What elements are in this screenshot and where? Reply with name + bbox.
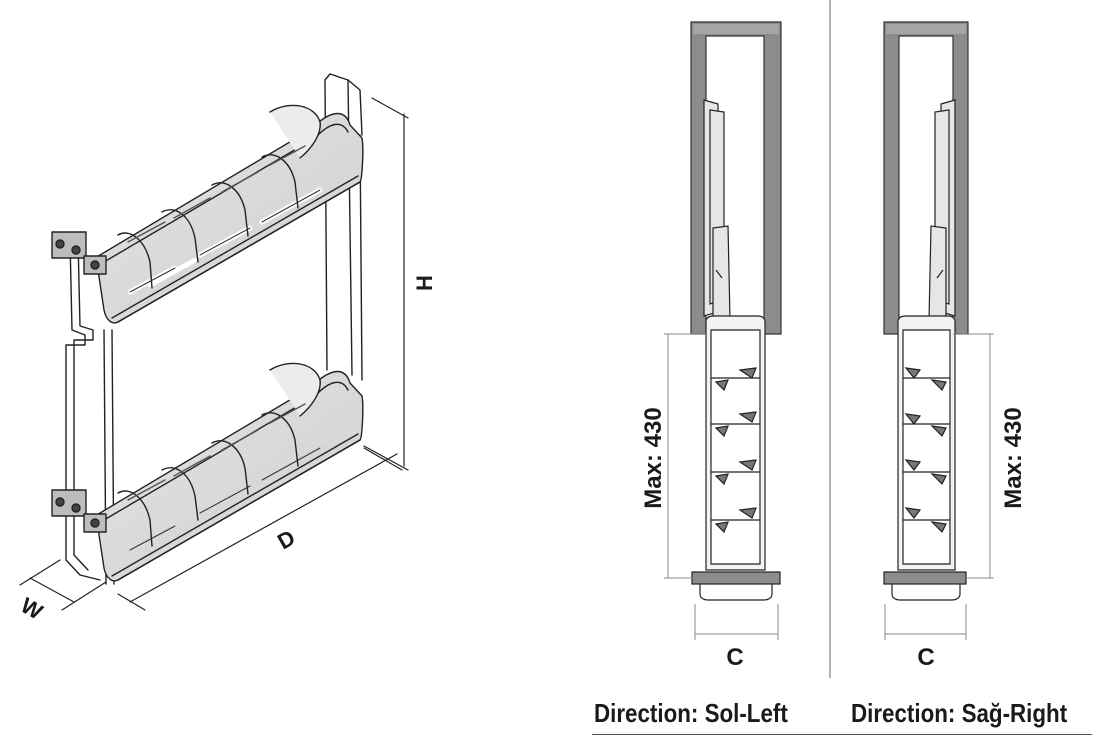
mounting-bracket-upper bbox=[51, 231, 107, 275]
base-right bbox=[883, 571, 967, 601]
side-view-right bbox=[883, 21, 994, 640]
clearance-label-right: C bbox=[917, 644, 934, 671]
cabinet-right bbox=[883, 21, 969, 335]
side-view-left bbox=[664, 21, 782, 640]
max-extension-label-left: Max: 430 bbox=[640, 407, 667, 508]
lower-basket bbox=[94, 362, 364, 582]
dimension-label-d: D bbox=[273, 525, 299, 555]
basket-column-right bbox=[897, 315, 956, 571]
dimension-lines bbox=[19, 97, 409, 611]
base-left bbox=[691, 571, 781, 601]
runner-left bbox=[703, 99, 731, 321]
max-extension-label-right: Max: 430 bbox=[1000, 407, 1027, 508]
direction-caption-left: Direction: Sol-Left bbox=[594, 698, 788, 728]
dimension-label-h: H bbox=[412, 275, 437, 291]
upper-basket bbox=[94, 104, 364, 324]
isometric-basket-drawing bbox=[19, 73, 409, 611]
clearance-label-left: C bbox=[726, 644, 743, 671]
caption-underline bbox=[592, 734, 1092, 735]
dimension-label-w: W bbox=[17, 592, 48, 624]
dimension-lines-right bbox=[884, 333, 994, 640]
dimension-lines-left bbox=[664, 333, 779, 640]
runner-right bbox=[928, 99, 956, 321]
mounting-bracket-lower bbox=[51, 489, 107, 533]
basket-column-left bbox=[705, 315, 766, 571]
direction-caption-right: Direction: Sağ-Right bbox=[851, 698, 1068, 728]
